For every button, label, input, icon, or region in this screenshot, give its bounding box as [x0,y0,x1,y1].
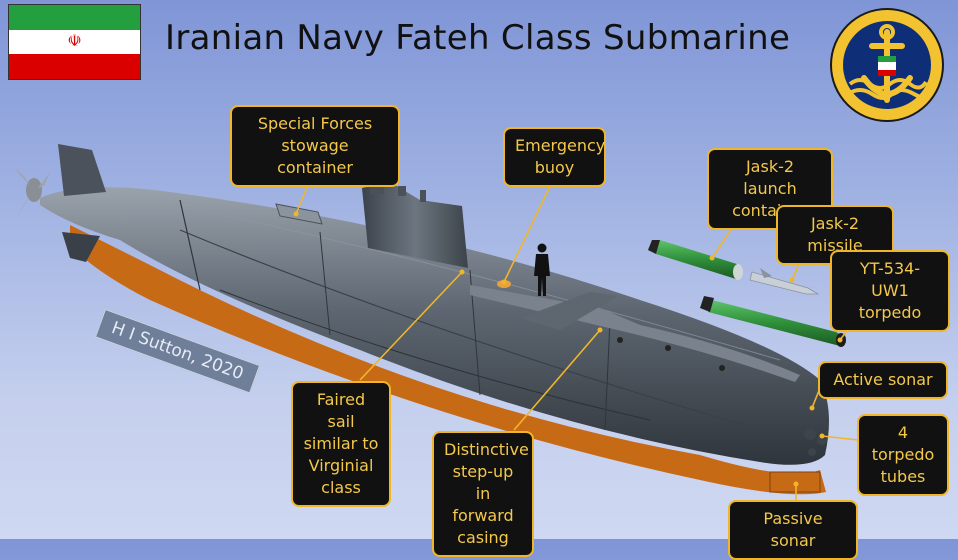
jask-2-launch-container [648,240,743,280]
sail [362,182,468,268]
submarine-illustration [14,144,871,502]
callout-torpedo-tubes: 4 torpedo tubes [857,414,949,496]
callout-step-up: Distinctive step-up in forward casing [432,431,534,557]
upper-rudder [58,144,106,196]
callout-faired-sail: Faired sail similar to Virginial class [291,381,391,507]
person-silhouette-icon [534,243,550,296]
page-title: Iranian Navy Fateh Class Submarine [165,18,791,58]
lower-rudder [62,232,100,262]
callout-passive-sonar: Passive sonar [728,500,858,560]
iran-flag-icon: ☫ [8,4,141,80]
callout-torpedo: YT-534-UW1 torpedo [830,250,950,332]
callout-active-sonar: Active sonar [818,361,948,399]
callout-special-forces: Special Forces stowage container [230,105,400,187]
callout-emergency-buoy: Emergency buoy [503,127,606,187]
propeller-icon [14,168,50,218]
infographic: ☫ Iranian Navy Fateh Class Submarine [8,4,950,560]
stowage-container [275,203,323,225]
bow-plane [520,292,618,330]
jask-2-missile [749,268,820,295]
iranian-navy-emblem-icon [830,8,944,122]
